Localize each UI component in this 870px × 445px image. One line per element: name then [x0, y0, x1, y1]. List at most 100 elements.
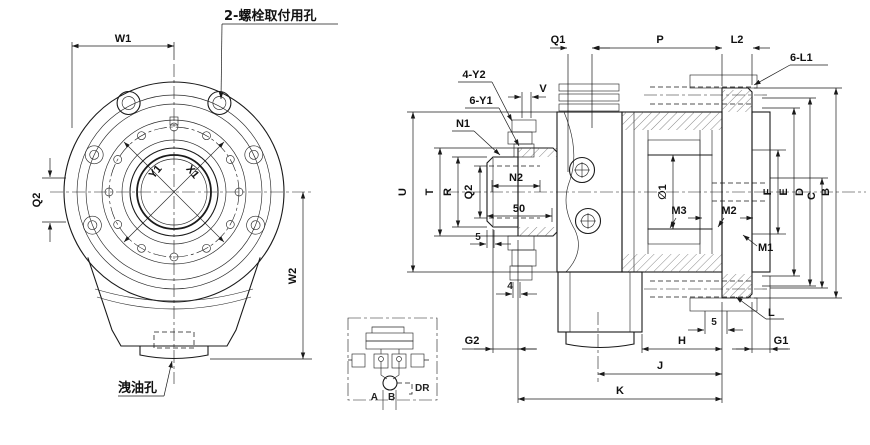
dim-b: B: [754, 87, 842, 299]
valve-casing: [556, 83, 623, 273]
callout-m2-label: M2: [721, 205, 736, 217]
motor-housing: [621, 111, 766, 273]
dim-w1: W1: [71, 33, 175, 128]
dim-v: V: [508, 83, 547, 118]
front-view-housing-circles: [63, 81, 285, 303]
callout-n1-label: N1: [456, 118, 470, 130]
callout-m1: M1: [742, 234, 773, 254]
callout-6-y1: 6-Y1: [465, 95, 520, 147]
dim-w2: W2: [210, 192, 312, 360]
dim-e-label: E: [778, 188, 790, 195]
front-view-body: [87, 257, 261, 360]
dim-h: H: [641, 302, 723, 403]
dim-5-right-label: 5: [711, 317, 717, 328]
callout-4-y2-label: 4-Y2: [462, 69, 485, 81]
check-valve-symbols: [373, 353, 407, 369]
dim-p: P: [592, 34, 753, 86]
front-view-centerlines: [50, 64, 314, 384]
dim-w1-label: W1: [115, 33, 132, 45]
dim-5-right: 5: [688, 311, 743, 334]
drain-hole-hidden-outline: [153, 331, 195, 349]
callout-m3: M3: [669, 205, 702, 229]
callout-n1: N1: [452, 118, 501, 156]
callout-4-y2: 4-Y2: [458, 69, 513, 122]
callout-bolt-holes: 2-螺栓取付用孔: [218, 8, 338, 100]
dim-phi1: ∅1: [657, 155, 676, 229]
section-view: Q1 P L2 6-L1 U T R Q2: [397, 34, 866, 403]
relief-valve-symbols: [348, 353, 432, 368]
callout-6-y1-label: 6-Y1: [469, 95, 492, 107]
schematic-port-b-label: B: [388, 392, 395, 403]
port-lines: [382, 382, 413, 410]
rear-cover: [751, 111, 771, 273]
dim-q2-front: Q2: [31, 158, 66, 242]
cushion-valve-symbol: [365, 326, 414, 350]
dim-d-label: D: [794, 188, 806, 196]
dim-l2-label: L2: [731, 34, 744, 46]
dim-j-label: J: [657, 360, 663, 372]
dim-j: J: [598, 360, 722, 377]
dim-q2-section: Q2: [463, 165, 487, 219]
callout-6-l1-label: 6-L1: [790, 52, 813, 64]
port-boss-upper: [568, 156, 596, 184]
dim-50: 50: [487, 203, 553, 222]
dim-t-label: T: [424, 188, 436, 195]
callout-m1-label: M1: [758, 242, 773, 254]
dim-q1-label: Q1: [551, 34, 566, 46]
dim-n2-label: N2: [509, 172, 523, 184]
dim-q2-front-label: Q2: [31, 193, 43, 208]
schematic-drain-label: DR: [415, 383, 430, 394]
dim-u: U: [397, 111, 557, 273]
dim-phi1-label: ∅1: [657, 184, 669, 200]
dim-v-label: V: [539, 83, 547, 95]
schematic-port-a-label: A: [371, 392, 378, 403]
dim-f: F: [762, 149, 786, 235]
dim-g2: G2: [462, 229, 537, 403]
dim-c-label: C: [806, 192, 818, 200]
dim-b-label: B: [820, 188, 832, 196]
hidden-bolt-hole-top: [644, 86, 768, 105]
axis-y1-label: Y1: [147, 163, 165, 181]
hydraulic-schematic: A B DR: [347, 317, 438, 410]
callout-l: L: [735, 296, 784, 320]
dim-k-label: K: [616, 385, 624, 397]
dim-w2-label: W2: [287, 268, 299, 285]
callout-m3-label: M3: [671, 205, 686, 217]
dim-f-label: F: [762, 188, 774, 195]
port-boss-lower: [574, 207, 602, 235]
callout-bolt-holes-label: 2-螺栓取付用孔: [224, 8, 316, 24]
dim-k: K: [518, 385, 722, 402]
dim-r: R: [442, 156, 487, 228]
dim-4-label: 4: [507, 281, 513, 292]
dim-c: C: [770, 177, 828, 289]
schematic-boundary: [347, 317, 438, 401]
front-view-axis-lines: [123, 141, 225, 243]
front-view: W1 Q2 W2 2-螺栓取付用孔 洩油孔 Y1 X1: [31, 8, 338, 397]
dim-4: 4: [496, 281, 537, 298]
dim-p-label: P: [656, 34, 663, 46]
dim-50-label: 50: [513, 203, 525, 215]
dim-g1-label: G1: [774, 335, 789, 347]
dim-g1: G1: [732, 276, 790, 353]
dim-h-label: H: [678, 335, 686, 347]
dim-u-label: U: [397, 188, 409, 196]
bottom-valve-block: [557, 271, 643, 382]
callout-drain-hole-label: 洩油孔: [118, 380, 157, 396]
callout-m2: M2: [717, 205, 753, 228]
dim-r-section-label: R: [442, 188, 454, 196]
dim-d: D: [762, 97, 816, 287]
hidden-bolt-hole-bottom: [644, 280, 768, 298]
axis-x1-label: X1: [183, 163, 201, 181]
dim-q1: Q1: [550, 34, 610, 172]
dim-5-left-label: 5: [475, 232, 481, 243]
dim-n2: N2: [491, 172, 541, 192]
callout-l-label: L: [768, 307, 775, 319]
rear-flange: [689, 74, 758, 312]
front-view-bolt-holes: [83, 122, 265, 262]
fitting-cluster-bottom: [507, 235, 537, 281]
dim-g2-label: G2: [465, 335, 480, 347]
dim-5-left: 5: [470, 230, 511, 248]
dim-e: E: [762, 107, 800, 277]
